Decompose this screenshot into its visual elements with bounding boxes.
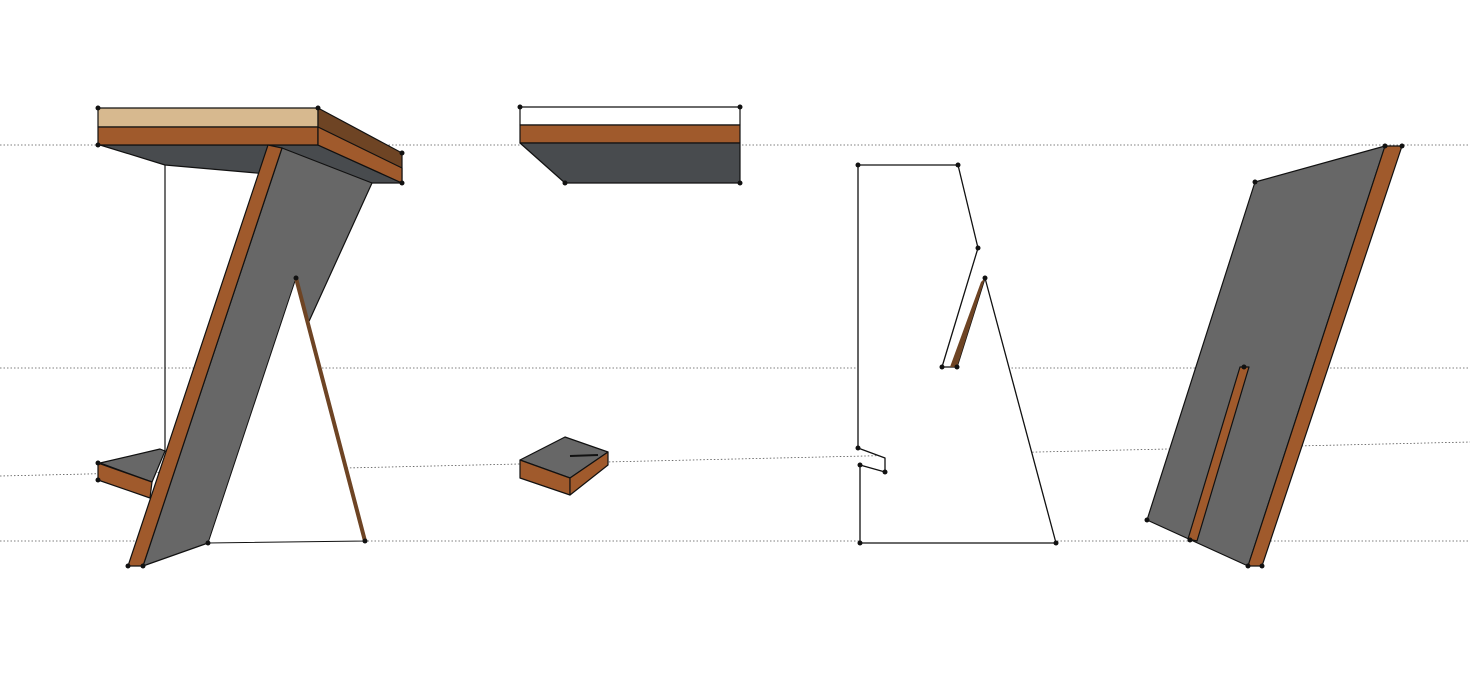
block-slot [569, 454, 599, 457]
stool-assembled[interactable] [95, 105, 405, 569]
block-side [569, 451, 609, 496]
slab-top-face [519, 106, 741, 126]
leg-panel[interactable] [1144, 143, 1405, 569]
leg-panel-face [1146, 145, 1386, 567]
profile-slot-edge [950, 278, 985, 367]
top-surface [97, 107, 319, 128]
small-block[interactable] [519, 436, 609, 496]
cutout-wood-edge [294, 277, 367, 542]
profile-vertices [855, 162, 1059, 546]
slab-wood-edge [519, 124, 741, 144]
leg-vertices [1144, 143, 1405, 569]
top-slab-view[interactable] [517, 104, 743, 186]
vertex-markers [95, 105, 405, 569]
top-front-edge [97, 126, 319, 146]
slab-vertices [517, 104, 743, 186]
side-profile-outline[interactable] [855, 162, 1059, 546]
slab-underside [519, 142, 741, 184]
